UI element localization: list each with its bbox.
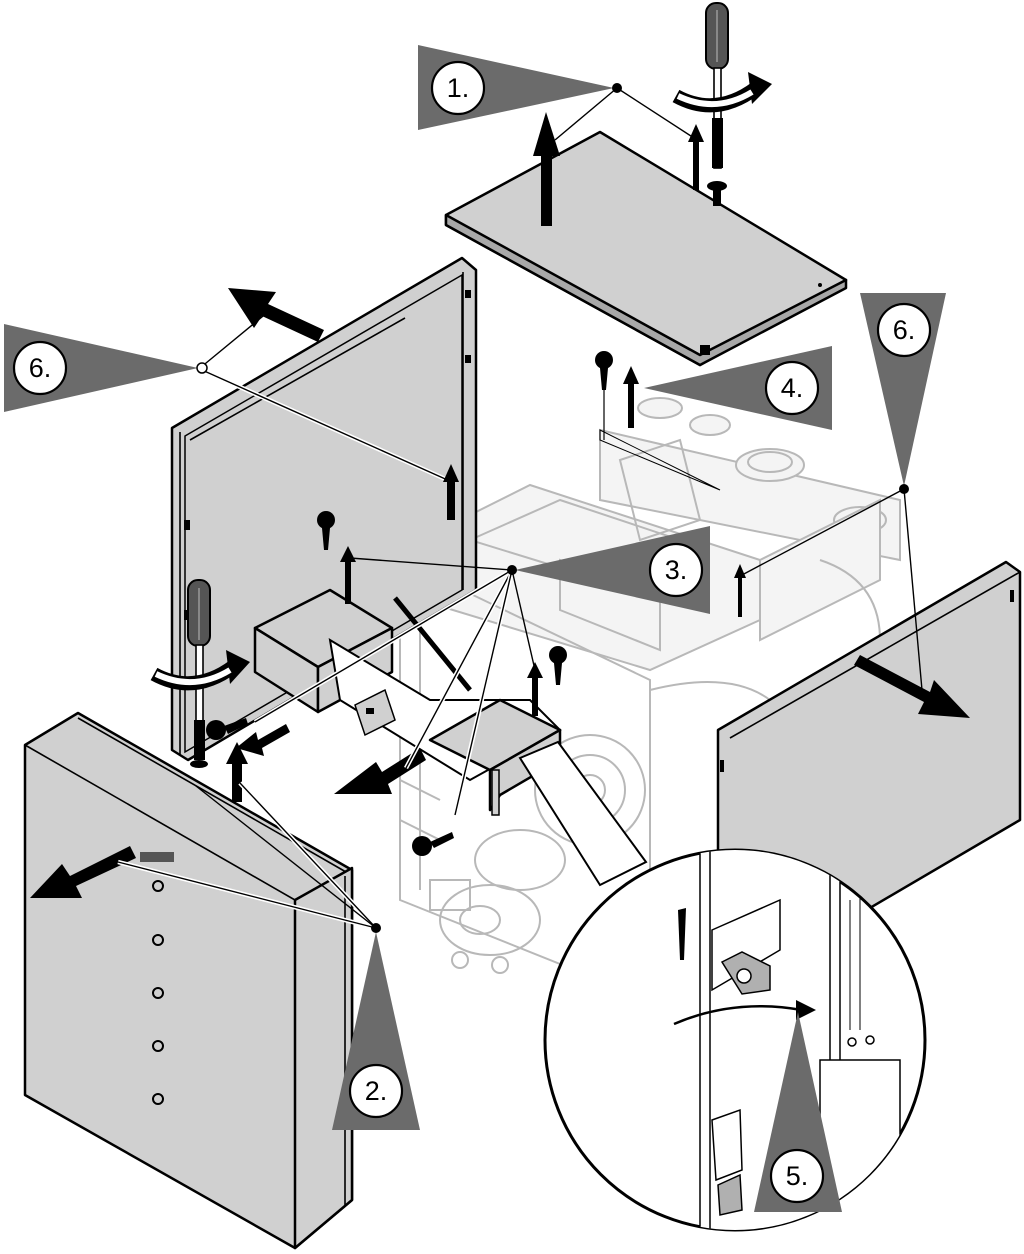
detail-magnifier bbox=[518, 740, 927, 1232]
screw-icon bbox=[595, 351, 613, 390]
lift-arrow-small-icon bbox=[688, 124, 704, 190]
screw-icon bbox=[206, 718, 248, 740]
step-callout-4: 4. bbox=[644, 346, 832, 430]
step-label: 6. bbox=[893, 315, 916, 345]
step-callout-6-right: 6. bbox=[860, 293, 946, 494]
screwdriver-icon bbox=[705, 2, 729, 169]
step-label: 4. bbox=[781, 373, 804, 403]
step-label: 6. bbox=[29, 353, 52, 383]
rotate-arrow-icon bbox=[672, 72, 772, 113]
step-callout-5: 5. bbox=[754, 1012, 842, 1212]
front-panel bbox=[23, 711, 354, 1250]
step-callout-1: 1. bbox=[418, 45, 622, 130]
step-callout-6-left: 6. bbox=[4, 324, 208, 412]
screw-icon bbox=[549, 646, 567, 685]
lift-arrow-icon bbox=[623, 366, 639, 428]
leader-lines bbox=[117, 87, 923, 931]
slide-arrow-right-icon bbox=[854, 655, 970, 718]
lift-arrow-large-icon bbox=[533, 112, 560, 226]
screwdriver-icon bbox=[187, 579, 211, 768]
lift-arrow-icon bbox=[226, 742, 248, 802]
rotate-arrow-icon bbox=[150, 650, 250, 691]
top-cover-panel bbox=[444, 130, 848, 367]
screw-icon bbox=[412, 832, 454, 856]
slide-arrow-icon bbox=[30, 846, 136, 898]
step-label: 2. bbox=[365, 1076, 388, 1106]
screw-icon bbox=[317, 511, 335, 550]
screw-icon bbox=[707, 181, 727, 206]
step-label: 5. bbox=[786, 1161, 809, 1191]
step-label: 1. bbox=[447, 73, 470, 103]
step-label: 3. bbox=[665, 555, 688, 585]
step-callout-2: 2. bbox=[332, 923, 420, 1130]
step-callout-3: 3. bbox=[507, 526, 710, 614]
slide-arrow-icon bbox=[236, 724, 426, 794]
slide-arrow-left-icon bbox=[228, 288, 324, 342]
